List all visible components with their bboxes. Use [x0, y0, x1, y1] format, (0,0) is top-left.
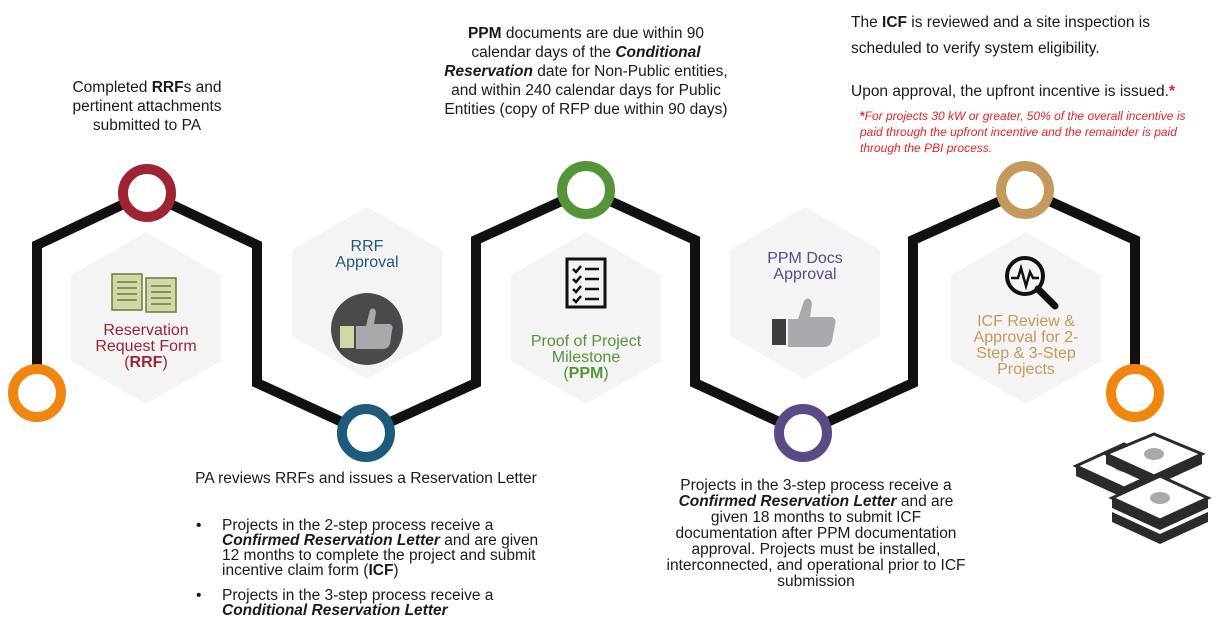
- ppm-docs-line2: Approval: [773, 266, 837, 283]
- step1-caption: Completed RRFs and pertinent attachments…: [72, 79, 222, 134]
- thumbs-up-icon: [330, 292, 404, 366]
- icf-hex-line1: ICF Review &: [977, 313, 1075, 330]
- documents-icon: [108, 270, 184, 314]
- icf-hex-label: ICF Review & Approval for 2- Step & 3-St…: [951, 314, 1101, 378]
- step5-caption-approval: Upon approval, the upfront incentive is …: [851, 83, 1175, 100]
- icf-hex-line3: Step & 3-Step: [976, 345, 1076, 362]
- step1-node: [118, 164, 176, 222]
- thumbs-up-icon: [770, 295, 840, 353]
- ppm-docs-approval-label: PPM Docs Approval: [730, 251, 880, 283]
- step4-caption: Projects in the 3-step process receive a…: [666, 477, 966, 590]
- rrf-approval-line2: Approval: [335, 254, 399, 271]
- step5-caption: The ICF is reviewed and a site inspectio…: [851, 14, 1150, 57]
- rrf-hex-label: Reservation Request Form (RRF): [71, 323, 221, 371]
- ppm-hex-line1: Proof of Project: [530, 333, 642, 350]
- ppm-docs-line1: PPM Docs: [767, 250, 843, 267]
- step5-node: [996, 161, 1054, 219]
- icf-hex-line4: Projects: [997, 361, 1055, 378]
- step2-node: [337, 404, 395, 462]
- bullet-3-step: Projects in the 3-step process receive a…: [190, 588, 550, 619]
- end-node: [1106, 364, 1164, 422]
- checklist-icon: [564, 256, 608, 310]
- start-node: [8, 364, 66, 422]
- ppm-hex-label: Proof of Project Milestone (PPM): [511, 334, 661, 382]
- rrf-approval-line1: RRF: [350, 238, 384, 255]
- step3-node: [557, 161, 615, 219]
- step2-caption: PA reviews RRFs and issues a Reservation…: [195, 470, 537, 487]
- ppm-hex-line3: (PPM): [563, 365, 609, 382]
- step4-node: [774, 404, 832, 462]
- ppm-hex-line2: Milestone: [551, 349, 621, 366]
- upfront-incentive-note: *For projects 30 kW or greater, 50% of t…: [860, 109, 1186, 155]
- magnifier-chart-icon: [1001, 252, 1061, 312]
- money-stack-icon: [1072, 432, 1212, 548]
- bullet-2-step: Projects in the 2-step process receive a…: [190, 518, 550, 579]
- rrf-hex-line2: Request Form: [95, 338, 197, 355]
- rrf-hex-line3: (RRF): [124, 354, 168, 371]
- rrf-hex-line1: Reservation: [103, 322, 189, 339]
- step3-caption: PPM documents are due within 90 calendar…: [444, 25, 728, 118]
- rrf-approval-label: RRF Approval: [292, 239, 442, 271]
- icf-hex-line2: Approval for 2-: [973, 329, 1079, 346]
- step2-bullets: Projects in the 2-step process receive a…: [190, 518, 550, 628]
